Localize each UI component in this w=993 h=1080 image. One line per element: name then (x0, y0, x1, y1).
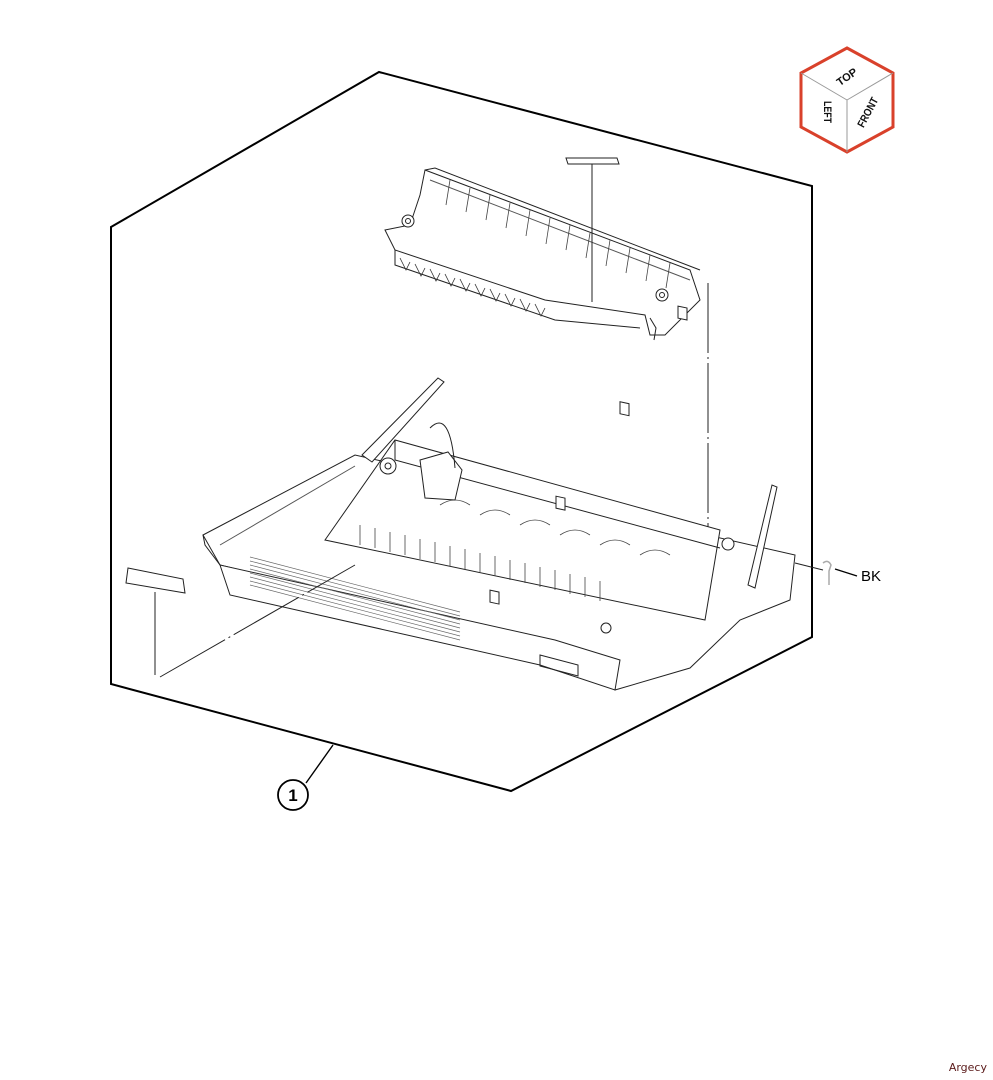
part-bk[interactable]: BK (794, 560, 881, 585)
label-small-top[interactable] (565, 157, 620, 302)
svg-text:1: 1 (288, 786, 297, 805)
watermark: Argecy (948, 1061, 987, 1074)
callout-1[interactable]: 1 (277, 744, 334, 811)
svg-text:BK: BK (861, 568, 881, 585)
assembly-boundary (110, 70, 813, 793)
upper-guide-assembly[interactable] (384, 167, 701, 341)
label-small-left[interactable] (125, 564, 356, 678)
cube-left-label: LEFT (821, 101, 833, 123)
lower-duplex-tray-assembly[interactable] (202, 305, 796, 691)
orientation-cube: TOP LEFT FRONT (799, 46, 895, 154)
